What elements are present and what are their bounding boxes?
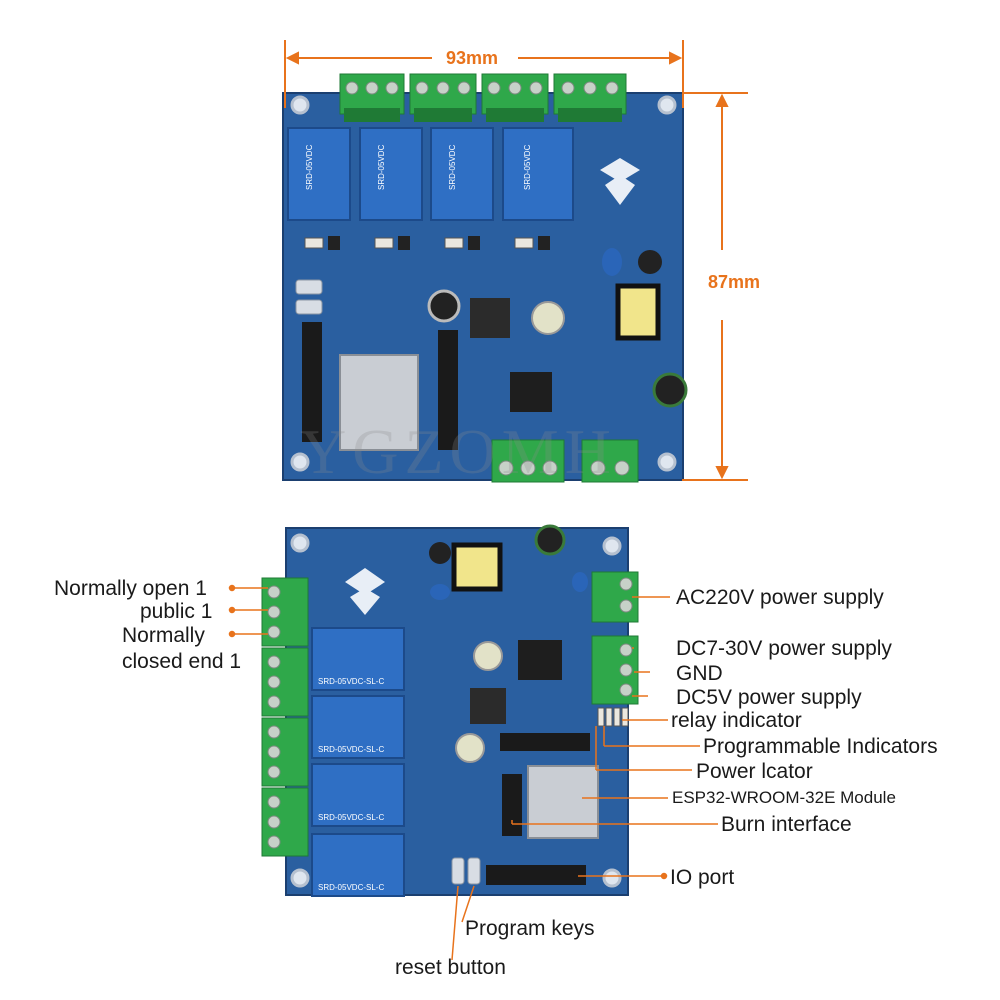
top-transistors xyxy=(328,236,550,250)
bottom-esp32-module xyxy=(527,765,599,839)
bottom-regulator xyxy=(518,640,562,680)
top-capacitor-4 xyxy=(652,372,688,408)
label-gnd: GND xyxy=(676,662,723,685)
bottom-capacitor-4 xyxy=(455,733,485,763)
bottom-film-cap xyxy=(430,584,450,600)
label-dc-supply: DC7-30V power supply xyxy=(676,637,892,660)
bottom-inductor xyxy=(470,688,506,724)
svg-text:SRD-05VDC-SL-C: SRD-05VDC-SL-C xyxy=(318,677,384,686)
svg-text:SRD-05VDC: SRD-05VDC xyxy=(305,144,314,190)
svg-text:SRD-05VDC-SL-C: SRD-05VDC-SL-C xyxy=(318,883,384,892)
svg-text:SRD-05VDC: SRD-05VDC xyxy=(377,144,386,190)
label-public: public 1 xyxy=(140,600,213,623)
label-dc5v: DC5V power supply xyxy=(676,686,862,709)
top-capacitor-1 xyxy=(427,289,461,323)
watermark: YGZOMH xyxy=(300,416,617,487)
top-tact-switches xyxy=(295,279,323,315)
bottom-power-terminals xyxy=(591,571,639,705)
top-board-view: SRD-05VDC SRD-05VDC SRD-05VDC SRD-05VDC xyxy=(282,40,748,483)
top-esp32-module xyxy=(339,354,419,451)
top-ac-transformer xyxy=(615,283,661,341)
label-power-indicator: Power lcator xyxy=(696,760,813,783)
top-pin-headers xyxy=(302,322,458,450)
label-normally-closed-line2: closed end 1 xyxy=(122,650,242,673)
label-reset-button: reset button xyxy=(395,956,506,979)
bottom-relays xyxy=(311,627,405,897)
top-capacitor-3 xyxy=(638,250,662,274)
bottom-board-view: SRD-05VDC-SL-C SRD-05VDC-SL-C SRD-05VDC-… xyxy=(228,524,718,961)
callout-lines xyxy=(228,584,718,961)
svg-text:SRD-05VDC: SRD-05VDC xyxy=(448,144,457,190)
top-power-terminals xyxy=(491,439,639,483)
bottom-capacitor-1 xyxy=(429,542,451,564)
label-io-port: IO port xyxy=(670,866,735,889)
bottom-capacitor-3 xyxy=(473,641,503,671)
label-prog-indicators: Programmable Indicators xyxy=(703,735,938,758)
top-inductor xyxy=(470,298,510,338)
label-esp-module: ESP32-WROOM-32E Module xyxy=(672,788,896,807)
top-film-cap xyxy=(602,248,622,276)
svg-text:SRD-05VDC: SRD-05VDC xyxy=(523,144,532,190)
label-normally-open: Normally open 1 xyxy=(54,577,207,600)
bottom-capacitor-2 xyxy=(534,524,566,556)
bottom-relay-terminals xyxy=(261,577,309,857)
bottom-ac-transformer xyxy=(451,542,503,592)
label-relay-indicator: relay indicator xyxy=(671,709,802,732)
dimension-lines xyxy=(284,40,748,481)
top-capacitor-2 xyxy=(531,301,565,335)
bottom-led-indicators xyxy=(597,707,629,727)
label-ac-supply: AC220V power supply xyxy=(676,586,884,609)
top-relays xyxy=(287,127,574,221)
height-dimension-label: 87mm xyxy=(708,272,761,292)
top-mounting-holes xyxy=(290,95,677,472)
top-logo-icon xyxy=(600,158,640,205)
label-normally-closed-line1: Normally xyxy=(122,624,205,647)
svg-text:SRD-05VDC-SL-C: SRD-05VDC-SL-C xyxy=(318,745,384,754)
label-burn-interface: Burn interface xyxy=(721,813,852,836)
top-regulator xyxy=(510,372,552,412)
bottom-film-cap-2 xyxy=(572,572,588,592)
top-diodes xyxy=(304,237,534,249)
bottom-tact-switches xyxy=(451,857,481,885)
bottom-logo-icon xyxy=(345,568,385,615)
bottom-pin-headers xyxy=(486,733,590,885)
label-program-keys: Program keys xyxy=(465,917,595,940)
width-dimension-label: 93mm xyxy=(446,48,499,68)
top-terminal-blocks xyxy=(339,73,627,122)
bottom-mounting-holes xyxy=(290,533,622,888)
svg-text:SRD-05VDC-SL-C: SRD-05VDC-SL-C xyxy=(318,813,384,822)
